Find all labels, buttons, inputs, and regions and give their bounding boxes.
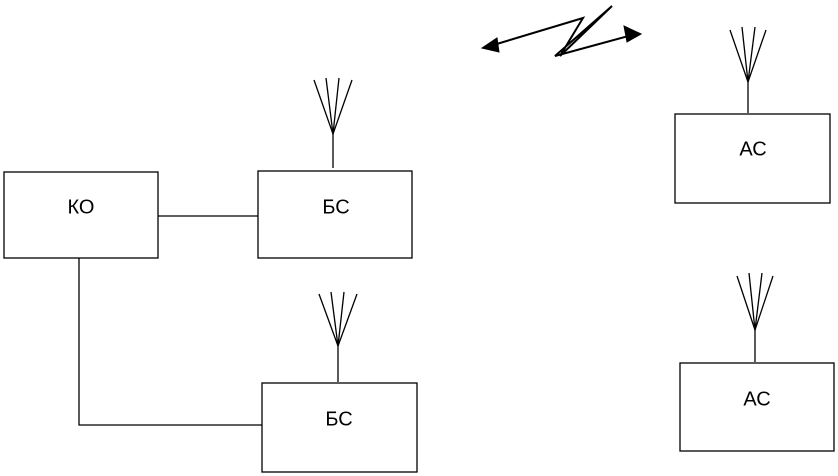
- subscriber-2-label: АС: [743, 388, 770, 410]
- control-center-box: [3, 171, 159, 259]
- base-station-1-node: БС: [257, 170, 413, 259]
- link-control-center-base-station-2: [78, 258, 262, 426]
- control-center-label: КО: [68, 196, 95, 218]
- subscriber-2-antenna: [736, 272, 774, 362]
- base-station-1-label: БС: [322, 196, 349, 218]
- radio-link-icon: [480, 5, 643, 57]
- base-station-2-node: БС: [261, 382, 418, 473]
- subscriber-1-antenna: [729, 26, 767, 113]
- control-center-node: КО: [3, 171, 159, 259]
- base-station-2-label: БС: [325, 408, 352, 430]
- subscriber-2-box: [679, 362, 835, 452]
- subscriber-1-label: АС: [739, 138, 766, 160]
- wired-links: [78, 215, 262, 426]
- subscriber-1-node: АС: [674, 113, 831, 204]
- base-station-2-box: [261, 382, 418, 473]
- subscriber-2-node: АС: [679, 362, 835, 452]
- base-station-2-antenna: [318, 291, 358, 382]
- subscriber-1-box: [674, 113, 831, 204]
- base-station-1-box: [257, 170, 413, 259]
- base-station-1-antenna: [313, 77, 353, 168]
